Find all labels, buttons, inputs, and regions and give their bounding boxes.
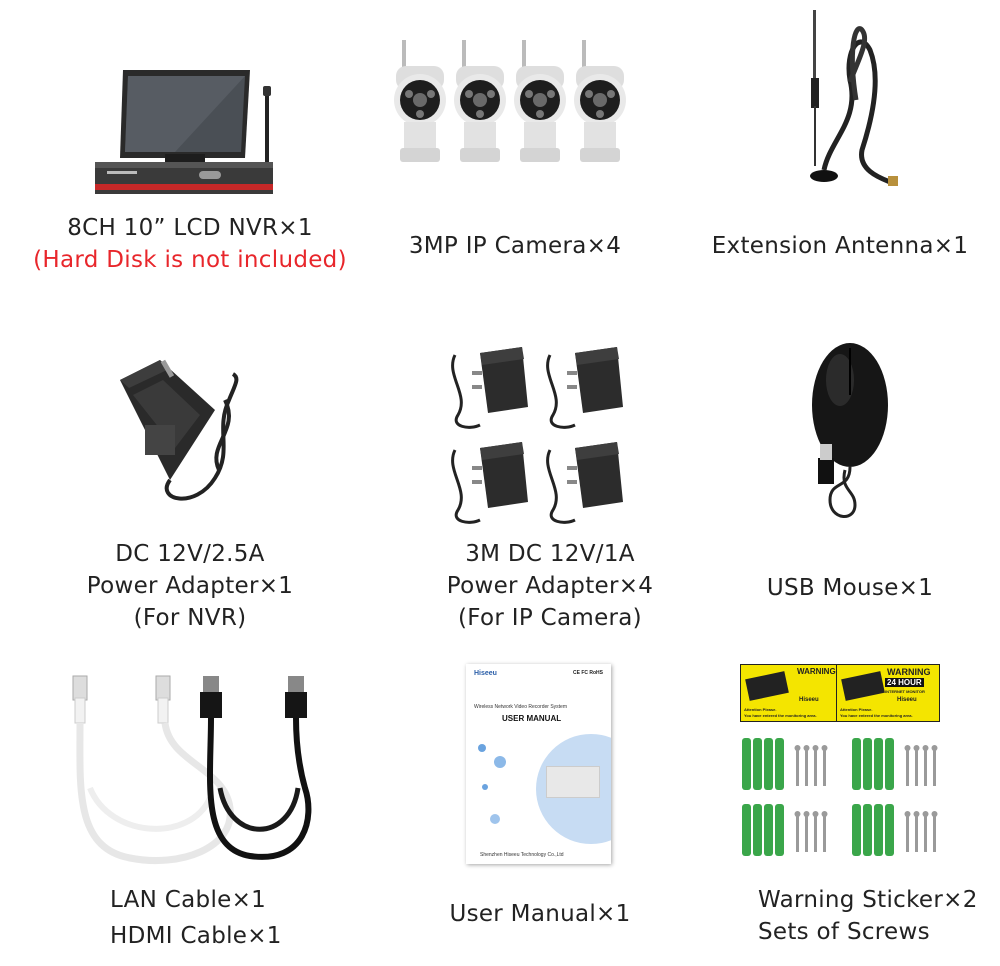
sticker-heading: WARNING — [797, 667, 836, 676]
item-caption-mouse: USB Mouse×1 — [720, 572, 980, 604]
caption-line: Extension Antenna×1 — [711, 233, 969, 259]
manual-product-photo — [546, 766, 600, 798]
decor-dot — [494, 756, 506, 768]
warning-sticker: WARNING 24 HOUR INTERNET MONITOR Hiseeu … — [836, 664, 940, 722]
item-caption-antenna: Extension Antenna×1 — [700, 230, 980, 262]
manual-brand: Hiseeu — [474, 670, 497, 677]
power-adapter-icon — [451, 345, 625, 524]
manual-subtitle: Wireless Network Video Recorder System — [474, 704, 567, 710]
item-caption-camera-adapter: 3M DC 12V/1A Power Adapter×4 (For IP Cam… — [400, 538, 700, 634]
manual-title: USER MANUAL — [502, 714, 562, 723]
caption-line: HDMI Cable×1 — [110, 923, 282, 949]
sticker-text: You have entered the monitoring area. — [840, 713, 913, 718]
decor-dot — [482, 784, 488, 790]
item-caption-nvr: 8CH 10” LCD NVR×1 (Hard Disk is not incl… — [20, 212, 360, 276]
warning-sticker: WARNING Hiseeu Attention Please. You hav… — [740, 664, 840, 722]
item-caption-manual: User Manual×1 — [420, 898, 660, 930]
caption-line: (For NVR) — [133, 605, 247, 631]
caption-line: 8CH 10” LCD NVR×1 — [67, 215, 313, 241]
sticker-text: Attention Please. — [744, 707, 777, 712]
caption-line: (For IP Camera) — [458, 605, 642, 631]
caption-line: Power Adapter×4 — [446, 573, 654, 599]
item-caption-nvr-adapter: DC 12V/2.5A Power Adapter×1 (For NVR) — [40, 538, 340, 634]
screws-icon — [742, 738, 938, 856]
sticker-text: You have entered the monitoring area. — [744, 713, 817, 718]
sticker-brand: Hiseeu — [897, 697, 917, 703]
decor-dot — [490, 814, 500, 824]
caption-line: User Manual×1 — [449, 901, 631, 927]
user-manual-icon: Hiseeu CE FC RoHS Wireless Network Video… — [466, 664, 611, 864]
caption-line: USB Mouse×1 — [766, 575, 934, 601]
item-caption-stickers: Warning Sticker×2 Sets of Screws — [758, 884, 998, 948]
sticker-badge-sub: INTERNET MONITOR — [885, 689, 925, 694]
power-adapter-icon — [120, 359, 239, 501]
sticker-brand: Hiseeu — [799, 697, 819, 703]
usb-mouse-icon — [812, 343, 888, 518]
caption-line: Sets of Screws — [758, 919, 930, 945]
caption-line: LAN Cable×1 — [110, 887, 267, 913]
sticker-badge: 24 HOUR — [885, 678, 924, 687]
caption-line: Power Adapter×1 — [86, 573, 294, 599]
caption-line: 3MP IP Camera×4 — [408, 233, 622, 259]
sticker-text: Attention Please. — [840, 707, 873, 712]
manual-marks: CE FC RoHS — [573, 670, 603, 676]
cables-icon — [72, 675, 312, 865]
nvr-with-lcd-icon — [95, 70, 273, 194]
caption-note-red: (Hard Disk is not included) — [33, 247, 347, 273]
camera-graphic — [841, 671, 885, 701]
manual-footer: Shenzhen Hiseeu Technology Co.,Ltd — [480, 852, 564, 858]
ip-camera-icon — [394, 40, 626, 162]
item-caption-cables: LAN Cable×1 HDMI Cable×1 — [110, 884, 360, 952]
item-caption-camera: 3MP IP Camera×4 — [380, 230, 650, 262]
sticker-heading: WARNING — [887, 667, 931, 677]
antenna-icon — [810, 10, 898, 186]
caption-line: Warning Sticker×2 — [758, 887, 978, 913]
camera-graphic — [745, 671, 789, 701]
decor-dot — [478, 744, 486, 752]
warning-sticker-icon: WARNING Hiseeu Attention Please. You hav… — [740, 664, 940, 722]
caption-line: 3M DC 12V/1A — [465, 541, 635, 567]
caption-line: DC 12V/2.5A — [115, 541, 265, 567]
